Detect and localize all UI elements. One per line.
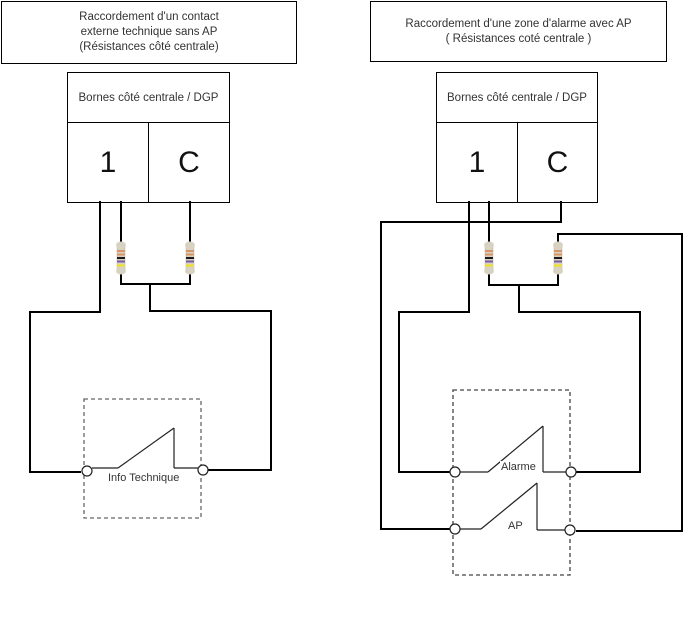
- right-ap-terminal-a: [449, 523, 461, 535]
- right-ap-label: AP: [508, 520, 523, 532]
- right-device-dashed-box: [452, 389, 571, 576]
- left-contact-terminal-b: [197, 464, 209, 476]
- right-resistor-1: [483, 241, 495, 275]
- right-wire-resistor-2: [519, 233, 683, 532]
- right-alarme-label: Alarme: [500, 461, 537, 473]
- right-wire-return: [518, 285, 641, 473]
- left-wire-terminal1-direct: [29, 201, 101, 473]
- right-terminal-1: 1: [437, 123, 518, 202]
- left-terminal-block: Bornes côté centrale / DGP 1 C: [67, 72, 230, 203]
- right-wire-terminal1-direct: [398, 201, 470, 473]
- left-title-line-3: (Résistances côté centrale): [79, 41, 219, 53]
- right-wire-terminalC-ap-loop: [380, 201, 562, 530]
- left-terminal-header: Bornes côté centrale / DGP: [68, 73, 229, 123]
- left-resistor-1: [115, 241, 127, 275]
- left-wire-resistor-1: [120, 201, 150, 285]
- right-title-line-1: Raccordement d'une zone d'alarme avec AP: [405, 17, 632, 30]
- left-title-box: Raccordement d'un contact externe techni…: [1, 1, 297, 64]
- left-contact-info-technique: [92, 427, 198, 469]
- left-resistor-2: [184, 241, 196, 275]
- right-terminal-header: Bornes côté centrale / DGP: [437, 73, 597, 123]
- right-alarme-terminal-a: [449, 466, 461, 478]
- left-device-dashed-box: [83, 398, 202, 519]
- left-contact-label: Info Technique: [107, 472, 181, 484]
- right-terminal-block: Bornes côté centrale / DGP 1 C: [436, 72, 598, 203]
- right-ap-terminal-b: [564, 524, 576, 536]
- right-resistor-2: [552, 241, 564, 275]
- left-title-line-2: externe technique sans AP: [80, 26, 218, 38]
- left-contact-terminal-a: [81, 465, 93, 477]
- right-contact-ap: [460, 482, 565, 531]
- right-title-box: Raccordement d'une zone d'alarme avec AP…: [370, 1, 667, 62]
- left-wire-resistor-2: [150, 201, 191, 285]
- right-wire-resistor-1: [488, 201, 519, 286]
- left-wire-return: [149, 284, 272, 471]
- right-terminal-c: C: [546, 145, 569, 179]
- left-terminal-1: 1: [68, 123, 149, 202]
- left-terminal-c: C: [178, 145, 200, 179]
- left-title-line-1: Raccordement d'un contact: [79, 11, 219, 23]
- right-contact-alarme: [460, 425, 566, 473]
- right-title-line-2: ( Résistances coté centrale ): [445, 32, 592, 45]
- right-alarme-terminal-b: [565, 466, 577, 478]
